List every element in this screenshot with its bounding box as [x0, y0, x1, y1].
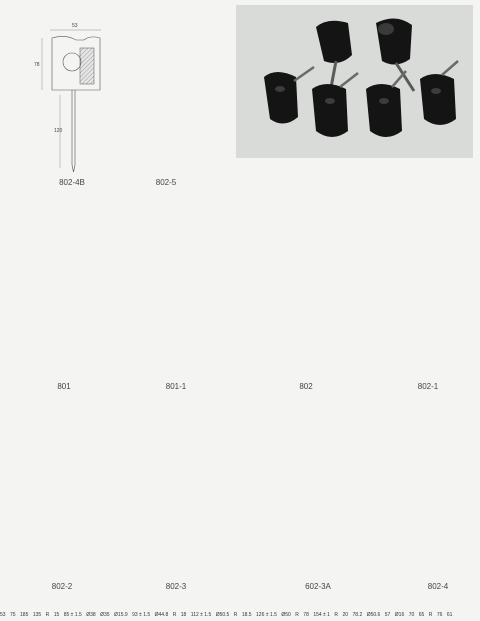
drawing-801: R 15 85 ± 1.5 Ø38: [46, 603, 101, 620]
dim-radius: R: [428, 612, 433, 618]
caption-802-3: 802-3: [165, 582, 187, 591]
drawing-802-4: R 76 61: [429, 603, 453, 620]
dim-hole: Ø16: [394, 612, 405, 618]
drawing-802-5: 53 75 185 135: [0, 603, 46, 620]
dim-base: 135: [32, 612, 42, 618]
dim-78: 78: [303, 612, 309, 618]
dim-57: 57: [384, 612, 391, 618]
dim-shaft: 120: [54, 128, 63, 134]
dim-length: 126 ± 1.5: [256, 612, 277, 618]
insulator-photo-drawing: [264, 18, 459, 137]
dim-height: 78: [34, 62, 40, 68]
dim-height: 75: [10, 612, 16, 618]
dim-65: 65: [418, 612, 425, 618]
dim-18: 18: [180, 612, 187, 618]
caption-802-1: 802-1: [417, 382, 439, 391]
caption-802-4: 802-4: [427, 582, 449, 591]
dim-radius: R: [233, 612, 238, 618]
dim-15: 15: [53, 612, 60, 618]
caption-802-2: 802-2: [51, 582, 73, 591]
dim-length: 112 ± 1.5: [190, 612, 212, 618]
insulator-photo: [236, 5, 473, 158]
dim-width: 53: [72, 23, 78, 29]
drawing-canvas: 53 78 120: [34, 23, 101, 173]
caption-802-5: 802-5: [155, 178, 177, 187]
dim-radius: R: [295, 612, 299, 618]
dim-76: 76: [436, 612, 443, 618]
caption-801: 801: [57, 382, 71, 391]
drawing-602-3A: Ø16 70 65: [395, 603, 429, 620]
dim-length: 85 ± 1.5: [63, 612, 82, 618]
dim-base: Ø38: [86, 612, 96, 618]
dim-78-2: 78.2: [352, 612, 363, 618]
caption-802-4B: 802-4B: [59, 178, 85, 187]
dim-top: Ø35: [100, 612, 110, 618]
dim-radius: R: [334, 612, 339, 618]
drawing-802: Ø44.8 R 18 112 ± 1.5: [155, 603, 216, 620]
drawing-802-1: Ø50.5 R 18.5 126 ± 1.5: [216, 603, 282, 620]
caption-602-3A: 602-3A: [305, 582, 331, 591]
drawing-802-2: Ø50 R 78 154 ± 1: [281, 603, 334, 620]
dim-width: 53: [0, 612, 6, 618]
caption-802: 802: [299, 382, 313, 391]
dim-top: Ø50.5: [215, 612, 230, 618]
caption-801-1: 801-1: [165, 382, 187, 391]
dim-radius: R: [45, 612, 50, 618]
dim-top: Ø44.8: [154, 612, 169, 618]
drawing-802-4B: 53 78 120: [34, 23, 101, 173]
dim-18-5: 18.5: [241, 612, 252, 618]
dim-top: Ø50: [281, 612, 291, 618]
dim-radius: R: [172, 612, 177, 618]
catalog-sheet: 53 78 120 53 75 185 135 R 1: [0, 5, 473, 618]
dim-70: 70: [408, 612, 415, 618]
dim-61: 61: [446, 612, 453, 618]
dim-bracket: 185: [20, 612, 29, 618]
dim-length: 154 ± 1: [313, 612, 330, 618]
drawing-802-3: R 20 78.2 Ø50.6 57: [334, 603, 394, 620]
dim-base: Ø50.6: [366, 612, 381, 618]
dim-hole: Ø15.9: [114, 612, 128, 618]
dim-20: 20: [342, 612, 349, 618]
drawing-801-1: Ø35 Ø15.9 93 ± 1.5: [100, 603, 154, 620]
dim-length: 93 ± 1.5: [132, 612, 151, 618]
